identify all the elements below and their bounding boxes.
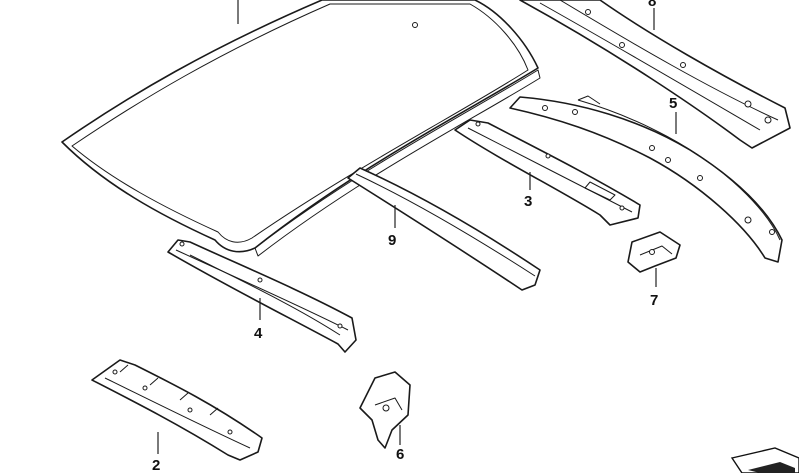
callout-2: 2 bbox=[152, 457, 160, 473]
roof-frame-rail-8 bbox=[519, 0, 791, 149]
roof-bow-3 bbox=[454, 119, 641, 226]
callout-6: 6 bbox=[396, 446, 404, 463]
callout-4: 4 bbox=[254, 325, 263, 342]
callout-3: 3 bbox=[524, 193, 532, 210]
callout-7: 7 bbox=[650, 292, 658, 309]
roof-stiffener-9 bbox=[347, 167, 541, 291]
callout-9: 9 bbox=[388, 232, 396, 249]
bracket-7 bbox=[627, 231, 681, 287]
callout-8: 8 bbox=[648, 0, 656, 10]
reinforcement-plate-2 bbox=[91, 359, 263, 461]
bracket-6 bbox=[359, 371, 411, 449]
front-roof-bow-4 bbox=[167, 239, 357, 353]
callout-5: 5 bbox=[669, 95, 677, 112]
side-roof-rail-5 bbox=[509, 95, 783, 263]
part-sheet-icon bbox=[730, 447, 799, 473]
